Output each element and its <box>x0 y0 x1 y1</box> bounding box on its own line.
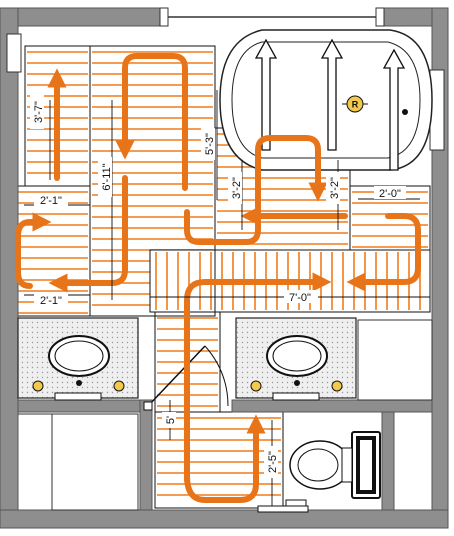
faucet-knob-right-b <box>331 380 343 392</box>
flow-arrow-top-loop <box>115 53 188 191</box>
dim-5: 5' <box>165 416 177 424</box>
zone-outline-lower <box>154 411 284 509</box>
wall-top-left <box>0 7 161 27</box>
dim-6-11: 6'-11" <box>101 163 113 190</box>
flow-arrow-hall <box>184 272 332 483</box>
door-swing-icon <box>143 345 229 411</box>
thermostat-icon: R <box>342 95 368 113</box>
dim-3-2-b: 3'-2" <box>329 177 341 199</box>
faucet-knob-left-b <box>113 380 125 392</box>
flow-arrow-left-loop <box>15 212 52 289</box>
dim-3-2-a: 3'-2" <box>231 177 243 199</box>
dim-3-7: 3'-7" <box>33 101 45 123</box>
vanity-right <box>235 317 357 401</box>
zone-outline-hall <box>149 249 431 313</box>
sink-right-icon <box>266 335 328 386</box>
dim-2-0: 2'-0" <box>379 188 401 200</box>
closet-lower-left <box>51 413 139 511</box>
wall-mid-right <box>231 399 433 413</box>
vanity-left <box>17 317 139 401</box>
wall-cabinet-left <box>6 33 22 73</box>
flow-arrow-right-loop <box>184 135 328 245</box>
flow-arrows <box>15 53 421 503</box>
thermostat-label: R <box>352 100 359 110</box>
dim-2-1-top: 2'-1" <box>40 195 62 207</box>
dimension-labels: 3'-7" 6'-11" 5'-3" 3'-2" 3'-2" 2'-0" 2'-… <box>30 95 406 478</box>
dim-2-5: 2'-5" <box>267 451 279 473</box>
bathtub-icon <box>219 29 433 171</box>
heat-cable-zone-lower <box>155 412 283 508</box>
wall-mid-left <box>17 399 145 413</box>
faucet-knob-right-a <box>250 380 262 392</box>
wall-partition-lower-right <box>381 411 395 511</box>
wall-bottom <box>0 509 449 529</box>
sink-left-icon <box>48 335 110 386</box>
bath-mat <box>257 505 309 513</box>
flow-arrow-right-turn <box>346 213 421 292</box>
flow-arrow-bottom-loop <box>184 414 266 503</box>
linen-cabinet <box>357 319 433 401</box>
dim-5-3: 5'-3" <box>204 133 216 155</box>
wall-partition-lower-left <box>139 399 153 511</box>
window-top <box>159 7 385 27</box>
faucet-knob-left-a <box>32 380 44 392</box>
toilet-icon <box>289 431 381 499</box>
dim-7-0: 7'-0" <box>289 292 311 304</box>
dim-2-1-bottom: 2'-1" <box>40 295 62 307</box>
